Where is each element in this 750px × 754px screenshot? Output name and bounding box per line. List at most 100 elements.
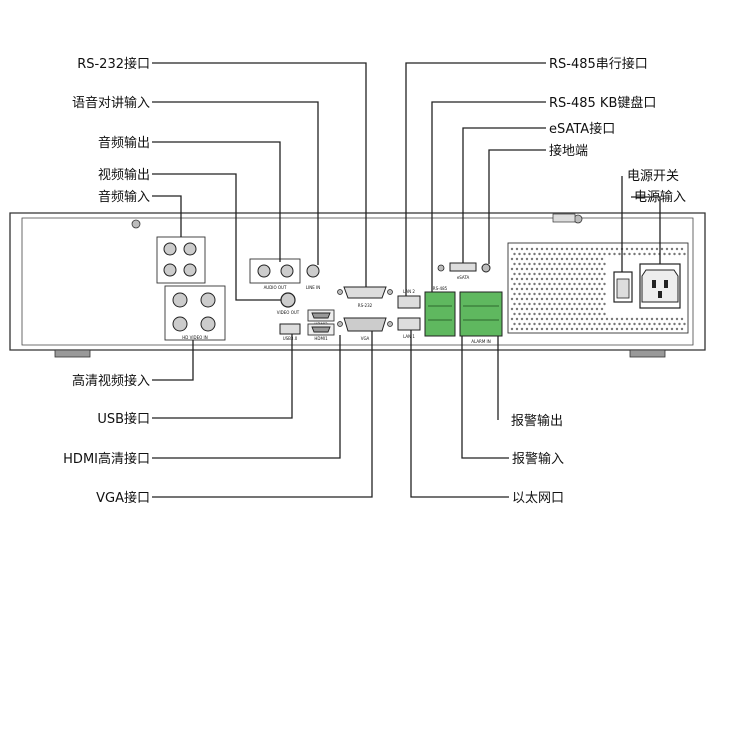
vent-hole	[603, 302, 606, 306]
vent-hole	[580, 257, 584, 261]
vent-hole	[563, 262, 566, 266]
vent-hole	[523, 302, 526, 306]
vent-hole	[525, 267, 529, 271]
vent-hole	[528, 282, 531, 286]
vent-hole	[675, 247, 679, 251]
vent-hole	[523, 292, 526, 296]
vent-hole	[653, 322, 656, 326]
vent-hole	[603, 322, 606, 326]
vent-hole	[593, 272, 596, 276]
vent-hole	[590, 257, 594, 261]
vent-hole	[678, 252, 681, 256]
vent-hole	[555, 307, 559, 311]
vent-hole	[538, 282, 541, 286]
alarm-terminal	[459, 291, 503, 337]
vent-hole	[510, 247, 514, 251]
vent-hole	[560, 267, 564, 271]
vent-hole	[573, 282, 576, 286]
vent-hole	[570, 257, 574, 261]
vent-hole	[595, 327, 599, 331]
vent-hole	[575, 327, 579, 331]
vent-hole	[548, 292, 551, 296]
vent-hole	[590, 247, 594, 251]
vent-hole	[563, 252, 566, 256]
video-out-panel-label: VIDEO OUT	[277, 310, 300, 315]
vent-grille	[507, 242, 689, 334]
vent-hole	[625, 327, 629, 331]
vent-hole	[525, 247, 529, 251]
leader-usb	[152, 334, 293, 419]
vent-hole	[523, 262, 526, 266]
vent-hole	[533, 302, 536, 306]
vent-hole	[638, 252, 641, 256]
label-hd-video-in: 高清视频接入	[72, 373, 150, 389]
vent-hole	[590, 267, 594, 271]
vent-hole	[535, 327, 539, 331]
vent-hole	[665, 327, 669, 331]
vent-hole	[528, 252, 531, 256]
vent-hole	[580, 277, 584, 281]
vent-hole	[570, 307, 574, 311]
vent-hole	[548, 252, 551, 256]
rs232-screw	[387, 289, 393, 295]
vent-hole	[595, 277, 599, 281]
vent-hole	[618, 252, 621, 256]
usb-panel-label: USB3.0	[283, 336, 298, 341]
vent-hole	[580, 297, 584, 301]
vent-hole	[533, 312, 536, 316]
vent-hole	[560, 247, 564, 251]
vent-hole	[675, 317, 679, 321]
vent-hole	[565, 247, 569, 251]
vent-hole	[543, 262, 546, 266]
vent-hole	[670, 327, 674, 331]
vent-hole	[588, 292, 591, 296]
vent-hole	[558, 292, 561, 296]
lan2-panel-label: LAN 2	[403, 289, 415, 294]
vent-hole	[565, 307, 569, 311]
audio-in-connector	[183, 263, 197, 277]
vent-hole	[658, 322, 661, 326]
vent-hole	[548, 322, 551, 326]
vent-hole	[553, 292, 556, 296]
vent-hole	[600, 247, 604, 251]
vent-hole	[603, 252, 606, 256]
terminal-blocks: RS-485 ALARM IN	[424, 286, 503, 344]
vent-hole	[600, 307, 604, 311]
hd-video-in-block: HD VIDEO IN	[164, 285, 226, 341]
leader-esata	[462, 127, 546, 263]
vga-connector	[343, 317, 387, 332]
vent-hole	[540, 317, 544, 321]
ground-terminal	[481, 263, 491, 273]
vent-hole	[650, 247, 654, 251]
vent-hole	[588, 272, 591, 276]
vent-hole	[543, 302, 546, 306]
vent-hole	[583, 272, 586, 276]
vent-hole	[558, 272, 561, 276]
vent-hole	[528, 322, 531, 326]
vent-hole	[613, 252, 616, 256]
vent-hole	[533, 282, 536, 286]
vent-hole	[540, 257, 544, 261]
vent-hole	[665, 317, 669, 321]
vent-hole	[543, 282, 546, 286]
vent-hole	[550, 247, 554, 251]
vent-hole	[603, 272, 606, 276]
rs232-panel-label: RS-232	[358, 303, 373, 308]
audio-in-connector	[163, 263, 177, 277]
vga-screw	[387, 321, 393, 327]
lan-block: LAN 2 LAN 1	[397, 289, 421, 339]
vent-hole	[518, 272, 521, 276]
vent-hole	[568, 292, 571, 296]
vent-hole	[568, 312, 571, 316]
leader-rs485-kb	[431, 101, 546, 292]
vent-hole	[610, 317, 614, 321]
vent-hole	[545, 247, 549, 251]
vent-hole	[570, 317, 574, 321]
esata-connector	[449, 262, 477, 272]
vent-hole	[548, 262, 551, 266]
vent-hole	[515, 247, 519, 251]
vent-hole	[560, 277, 564, 281]
vent-hole	[660, 327, 664, 331]
left-callouts: RS-232接口 语音对讲输入 音频输出 视频输出 音频输入 高清视频接入 US…	[63, 56, 150, 506]
vent-hole	[515, 327, 519, 331]
